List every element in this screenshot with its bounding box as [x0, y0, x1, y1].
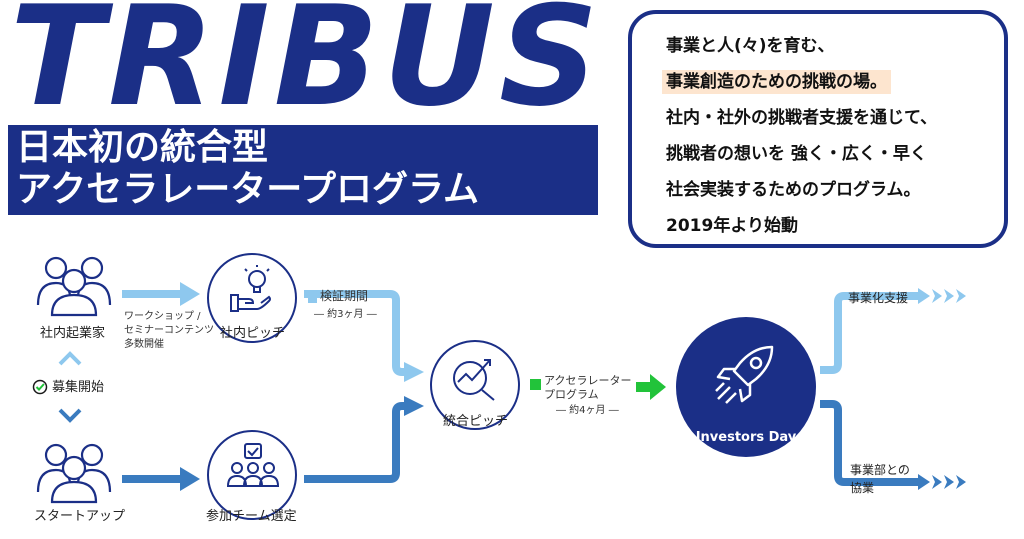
headline-banner: 日本初の統合型 アクセラレータープログラム [8, 125, 598, 215]
arrow-pitch-to-integrated [304, 290, 424, 382]
branch-collaboration [820, 400, 966, 490]
arrow-to-team-selection [122, 467, 200, 491]
info-line-6: 2019年より始動 [666, 216, 798, 236]
accelerator-line-2: プログラム [544, 388, 599, 401]
info-line-2: 事業創造のための挑戦の場。 [662, 70, 891, 94]
tribus-logo: TRIBUS [10, 0, 600, 122]
people-group-icon [36, 256, 112, 317]
lightbulb-hand-icon [230, 265, 271, 312]
collaboration-line-2: 協業 [850, 481, 875, 495]
integrated-pitch-label: 統合ピッチ [443, 414, 509, 429]
program-description-box: 事業と人(々)を育む、 事業創造のための挑戦の場。 社内・社外の挑戦者支援を通じ… [628, 10, 1008, 248]
info-line-3: 社内・社外の挑戦者支援を通じて、 [666, 108, 938, 128]
internal-entrepreneurs-label: 社内起業家 [40, 326, 106, 341]
info-line-4: 挑戦者の想いを 強く・広く・早く [666, 144, 927, 164]
recruit-start-label: 募集開始 [52, 380, 105, 395]
workshop-line-2: セミナーコンテンツ [124, 325, 214, 336]
branch-commercialization [820, 288, 966, 374]
investors-day-label: Investors Day [695, 430, 797, 445]
verification-marker [308, 294, 317, 303]
workshop-line-3: 多数開催 [124, 339, 164, 350]
investors-day-node [676, 317, 816, 457]
accelerator-duration-label: ― 約4ヶ月 ― [556, 405, 619, 416]
check-circle-icon [32, 379, 48, 395]
rocket-icon [715, 345, 774, 404]
team-check-icon [226, 443, 280, 487]
info-line-5: 社会実装するためのプログラム。 [666, 180, 921, 200]
chevron-up-icon [58, 351, 82, 366]
workshop-line-1: ワークショップ / [124, 311, 201, 322]
internal-pitch-label: 社内ピッチ [220, 326, 286, 341]
startup-group-icon [36, 443, 112, 504]
magnifier-chart-icon [453, 359, 495, 401]
collaboration-line-1: 事業部との [850, 463, 910, 477]
startups-label: スタートアップ [34, 509, 126, 524]
internal-pitch-node [207, 253, 297, 343]
accelerator-line-1: アクセラレーター [544, 374, 632, 387]
arrow-to-internal-pitch [122, 282, 200, 306]
arrow-team-to-integrated [304, 396, 424, 483]
team-selection-label: 参加チーム選定 [206, 509, 297, 524]
verification-duration-label: ― 約3ヶ月 ― [314, 309, 377, 320]
chevron-down-icon [58, 408, 82, 423]
headline-line-1: 日本初の統合型 [16, 127, 269, 168]
team-selection-node [207, 430, 297, 520]
verification-period-label: 検証期間 [320, 289, 369, 303]
integrated-pitch-node [430, 340, 520, 430]
accelerator-marker [530, 379, 541, 390]
info-line-1: 事業と人(々)を育む、 [666, 36, 835, 56]
headline-line-2: アクセラレータープログラム [16, 169, 479, 210]
arrow-to-investors-day [636, 374, 666, 400]
commercialization-support-label: 事業化支援 [848, 291, 909, 305]
info-highlight: 事業創造のための挑戦の場。 [662, 70, 891, 94]
